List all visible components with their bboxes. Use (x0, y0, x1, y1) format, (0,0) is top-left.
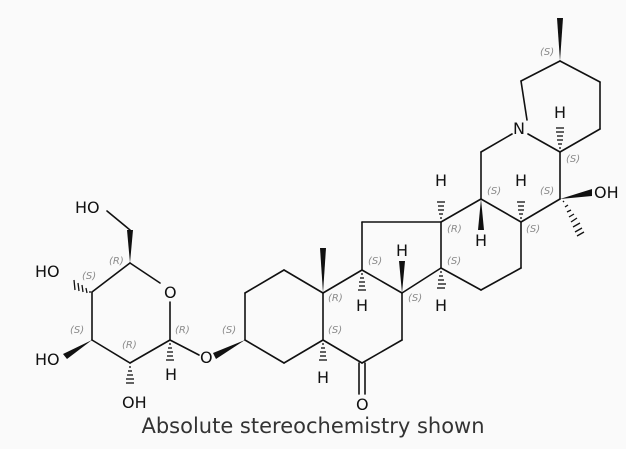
atom-h-c22: H (554, 103, 566, 122)
atom-ho-c4: HO (35, 262, 60, 281)
stereo-c10: (R) (328, 293, 343, 304)
atom-h-c1: H (165, 365, 177, 384)
atom-ho-c3: HO (35, 350, 60, 369)
atom-h-c14: H (435, 296, 447, 315)
atom-nitrogen: N (513, 119, 525, 138)
ring-e (480, 133, 561, 223)
atom-glycosidic-oxygen: O (200, 348, 213, 367)
stereo-c14: (S) (447, 256, 461, 267)
stereo-c22: (S) (566, 154, 580, 165)
stereo-c20: (S) (540, 186, 554, 197)
caption: Absolute stereochemistry shown (141, 414, 485, 438)
stereo-sugar-c1: (R) (175, 325, 190, 336)
stereo-c25: (S) (540, 47, 554, 58)
stereo-sugar-c2: (R) (122, 340, 137, 351)
atom-h-junction: H (475, 231, 487, 250)
atom-ho-top: HO (75, 198, 100, 217)
atom-h-c5: H (317, 368, 329, 387)
stereo-c8: (S) (408, 293, 422, 304)
stereo-sugar-c5: (R) (109, 256, 124, 267)
stereo-c9: (S) (368, 256, 382, 267)
ring-f (520, 60, 601, 153)
steroid-ring-c (361, 221, 442, 294)
steroid-ring-a (244, 269, 324, 364)
atom-oh-c20: OH (594, 183, 619, 202)
atom-h-c8: H (396, 241, 408, 260)
sugar-ring (63, 210, 200, 384)
stereo-sugar-c3: (S) (70, 325, 84, 336)
stereo-steroid-c3: (S) (222, 325, 236, 336)
atom-oh-c2: OH (122, 393, 147, 412)
atom-ring-oxygen: O (164, 283, 177, 302)
atom-h-c17: H (515, 171, 527, 190)
atom-h-c13: H (435, 171, 447, 190)
atom-ketone-oxygen: O (356, 395, 369, 414)
stereo-c13: (R) (447, 224, 462, 235)
stereo-c12: (S) (487, 186, 501, 197)
atom-h-c9: H (356, 296, 368, 315)
steroid-ring-d (440, 198, 522, 291)
stereo-sugar-c4: (S) (82, 271, 96, 282)
stereo-c17: (S) (526, 224, 540, 235)
stereo-c5: (S) (328, 325, 342, 336)
steroid-ring-b (322, 269, 403, 395)
